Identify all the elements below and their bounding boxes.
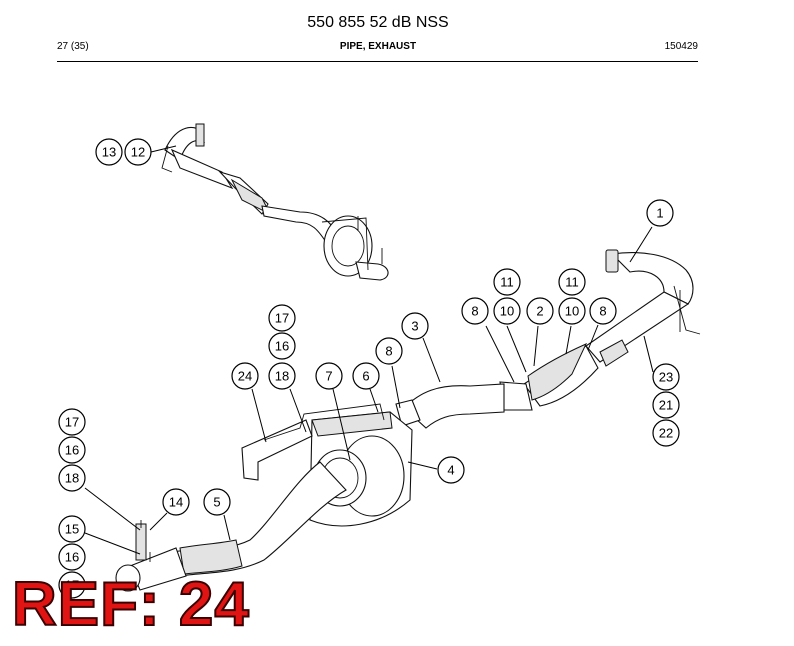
svg-text:18: 18 <box>275 369 289 384</box>
callout: 17 <box>58 571 86 599</box>
svg-text:24: 24 <box>238 369 252 384</box>
callout: 4 <box>437 456 465 484</box>
svg-text:1: 1 <box>656 206 663 221</box>
svg-text:17: 17 <box>275 311 289 326</box>
callout: 10 <box>558 297 586 325</box>
callout: 17 <box>58 408 86 436</box>
svg-text:16: 16 <box>275 339 289 354</box>
upper-pipe-assembly <box>161 123 389 281</box>
callout: 16 <box>268 332 296 360</box>
page-number: 27 (35) <box>57 41 89 52</box>
callout: 22 <box>652 419 680 447</box>
svg-text:8: 8 <box>385 344 392 359</box>
svg-text:21: 21 <box>659 398 673 413</box>
callout: 24 <box>231 362 259 390</box>
callout: 8 <box>461 297 489 325</box>
svg-text:23: 23 <box>659 370 673 385</box>
document-code: 150429 <box>664 41 698 52</box>
svg-text:18: 18 <box>65 471 79 486</box>
svg-text:13: 13 <box>102 145 116 160</box>
callout: 8 <box>375 337 403 365</box>
callout: 10 <box>493 297 521 325</box>
header-rule <box>57 61 698 62</box>
section-title: PIPE, EXHAUST <box>339 41 417 52</box>
callout: 7 <box>315 362 343 390</box>
svg-text:8: 8 <box>599 304 606 319</box>
callout: 15 <box>58 515 86 543</box>
callout: 1 <box>646 199 674 227</box>
svg-text:5: 5 <box>213 495 220 510</box>
svg-text:12: 12 <box>131 145 145 160</box>
callout: 8 <box>589 297 617 325</box>
svg-text:7: 7 <box>325 369 332 384</box>
svg-text:15: 15 <box>65 522 79 537</box>
main-pipe-assembly <box>115 249 701 592</box>
svg-text:2: 2 <box>536 304 543 319</box>
callout: 18 <box>58 464 86 492</box>
callout: 17 <box>268 304 296 332</box>
callout: 3 <box>401 312 429 340</box>
svg-text:10: 10 <box>565 304 579 319</box>
callout: 2 <box>526 297 554 325</box>
ref-label: REF: 24 <box>11 570 250 639</box>
svg-text:8: 8 <box>471 304 478 319</box>
svg-text:16: 16 <box>65 443 79 458</box>
leader-lines <box>84 145 654 555</box>
svg-text:17: 17 <box>65 578 79 593</box>
callout: 11 <box>558 268 586 296</box>
callout: 13 <box>95 138 123 166</box>
svg-text:4: 4 <box>447 463 454 478</box>
svg-text:11: 11 <box>565 275 579 290</box>
callout: 5 <box>203 488 231 516</box>
svg-text:22: 22 <box>659 426 673 441</box>
svg-text:16: 16 <box>65 550 79 565</box>
callout: 12 <box>124 138 152 166</box>
callout: 16 <box>58 436 86 464</box>
svg-text:10: 10 <box>500 304 514 319</box>
callout: 6 <box>352 362 380 390</box>
svg-text:11: 11 <box>500 275 514 290</box>
callout: 21 <box>652 391 680 419</box>
callout: 14 <box>162 488 190 516</box>
callout: 11 <box>493 268 521 296</box>
callout: 16 <box>58 543 86 571</box>
svg-text:6: 6 <box>362 369 369 384</box>
svg-text:14: 14 <box>169 495 183 510</box>
document-title: 550 855 52 dB NSS <box>307 14 449 31</box>
callout: 23 <box>652 363 680 391</box>
svg-text:3: 3 <box>411 319 418 334</box>
svg-text:17: 17 <box>65 415 79 430</box>
callout: 18 <box>268 362 296 390</box>
